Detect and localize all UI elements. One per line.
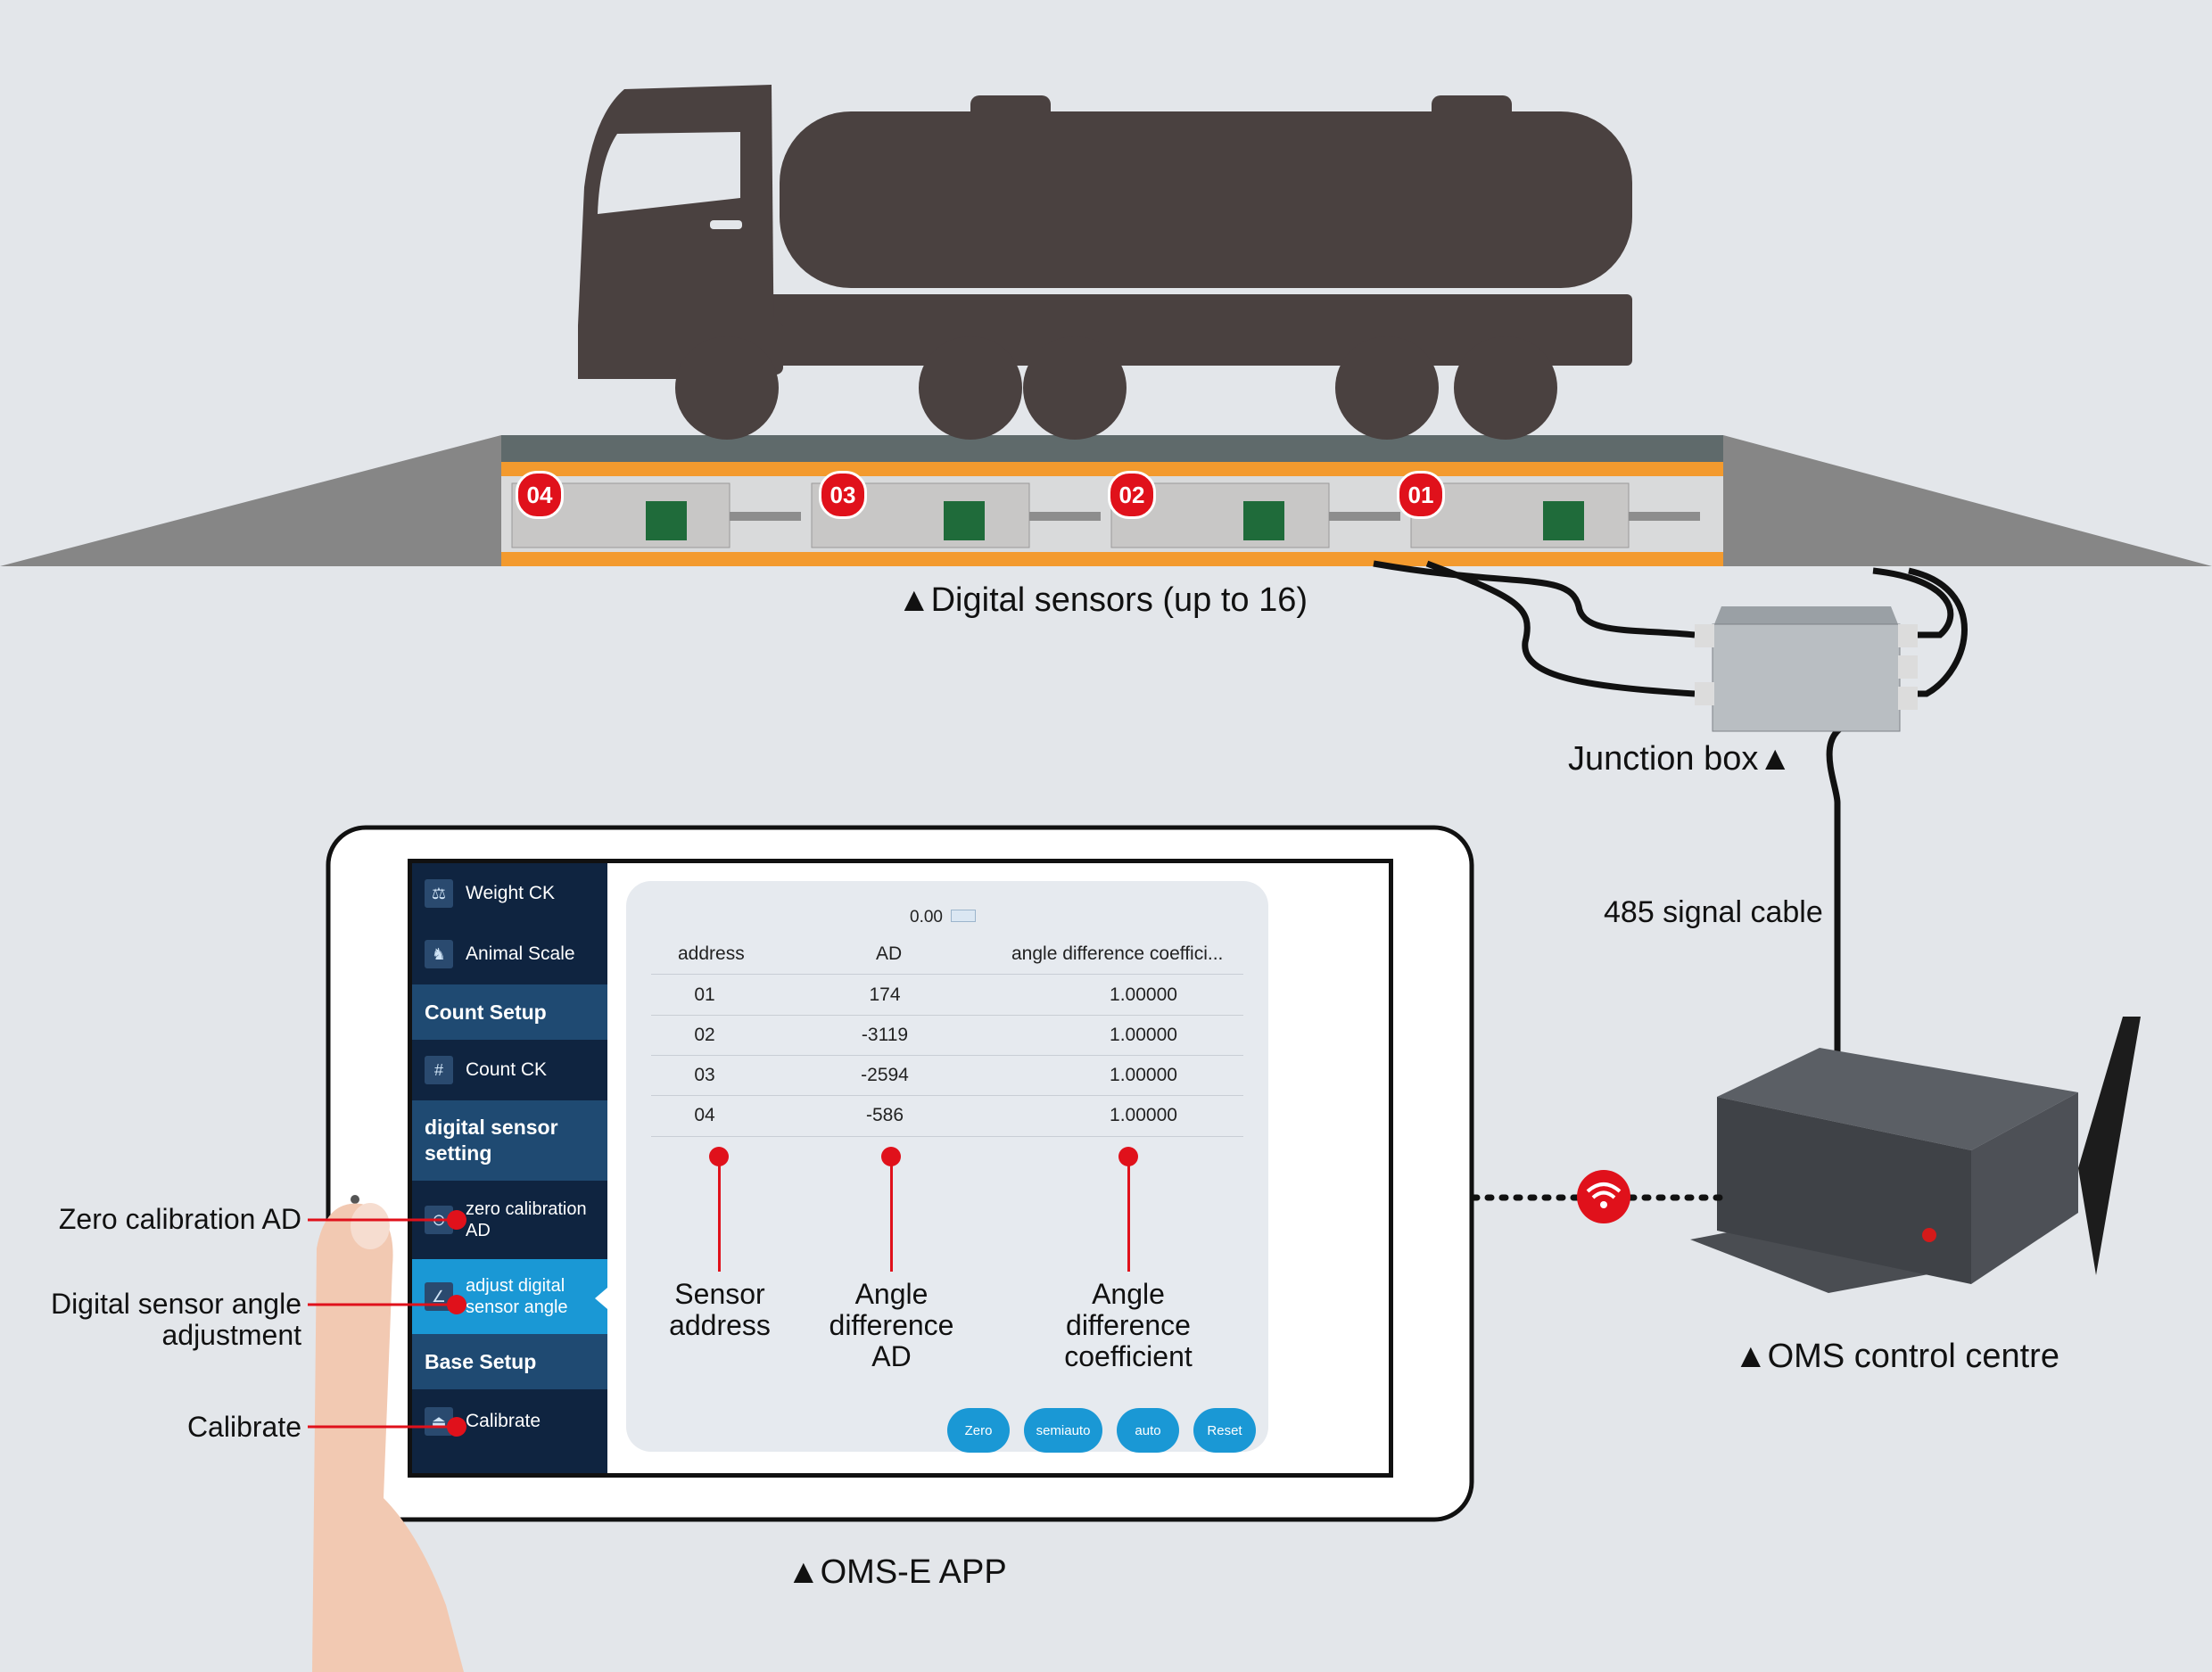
tablet-screen: ⚖ Weight CK ♞ Animal Scale Count Setup #… [412, 863, 1389, 1473]
column-header-address: address [678, 943, 745, 964]
label-angle-adjustment-2: adjustment [161, 1319, 301, 1351]
wifi-icon [1577, 1170, 1630, 1223]
table-cell: 03 [694, 1065, 715, 1085]
right-ramp [1723, 435, 2212, 566]
count-icon: # [425, 1056, 453, 1084]
marker-dot [1118, 1147, 1138, 1166]
semiauto-button[interactable]: semiauto [1024, 1408, 1102, 1453]
scale-platform [501, 435, 1723, 462]
weight-readout: 0.00 [910, 908, 977, 927]
sensor-badge: 01 [1397, 471, 1445, 519]
annotation-angle-coefficient: Angle difference coefficient [1064, 1278, 1193, 1372]
column-header-angle-coefficient: angle difference coeffici... [1011, 943, 1224, 964]
app-sidebar: ⚖ Weight CK ♞ Animal Scale Count Setup #… [412, 863, 607, 1473]
reset-button[interactable]: Reset [1193, 1408, 1256, 1453]
zero-button[interactable]: Zero [947, 1408, 1010, 1453]
table-cell: 174 [869, 984, 901, 1005]
tablet-camera [351, 1195, 359, 1204]
auto-button[interactable]: auto [1117, 1408, 1179, 1453]
column-header-ad: AD [876, 943, 903, 964]
label-angle-adjustment-1: Digital sensor angle [50, 1288, 301, 1320]
table-cell: 1.00000 [1110, 1065, 1177, 1085]
junction-box [1695, 606, 1918, 732]
angle-icon: ∠ [425, 1282, 453, 1311]
marker-line [1127, 1165, 1130, 1272]
truck [578, 85, 1632, 440]
sidebar-item-calibrate[interactable]: ⏏ Calibrate [412, 1389, 607, 1454]
load-cell-01 [1410, 482, 1700, 548]
zero-icon: ⊙ [425, 1206, 453, 1234]
sidebar-item-zero-calibration[interactable]: ⊙ zero calibration AD [412, 1181, 607, 1259]
table-cell: 01 [694, 984, 715, 1005]
sensor-badge: 03 [819, 471, 867, 519]
marker-dot [709, 1147, 729, 1166]
table-cell: 1.00000 [1110, 1105, 1177, 1125]
hand [312, 1203, 464, 1672]
sidebar-item-count-ck[interactable]: # Count CK [412, 1040, 607, 1100]
table-cell: 1.00000 [1110, 984, 1177, 1005]
sidebar-item-animal-scale[interactable]: ♞ Animal Scale [412, 924, 607, 984]
sidebar-item-label: Calibrate [466, 1411, 541, 1431]
app-caption: ▲OMS-E APP [787, 1553, 1007, 1591]
active-pointer [595, 1288, 607, 1309]
calibrate-icon: ⏏ [425, 1407, 453, 1436]
digital-sensors-caption: ▲Digital sensors (up to 16) [897, 581, 1308, 619]
sidebar-header-count-setup: Count Setup [412, 984, 607, 1040]
scale-icon: ⚖ [425, 879, 453, 908]
control-centre-caption: ▲OMS control centre [1734, 1338, 2059, 1375]
table-cell: -3119 [861, 1025, 909, 1045]
marker-line [718, 1165, 721, 1272]
left-ramp [0, 435, 501, 566]
sidebar-item-label: Count CK [466, 1059, 548, 1080]
junction-box-caption: Junction box▲ [1568, 740, 1792, 778]
sensor-table-panel: 0.00 address AD angle difference coeffic… [626, 881, 1268, 1453]
signal-cable-caption: 485 signal cable [1604, 895, 1823, 929]
sidebar-item-label: Animal Scale [466, 943, 575, 964]
sensor-badge: 02 [1108, 471, 1156, 519]
table-cell: 02 [694, 1025, 715, 1045]
label-calibrate: Calibrate [186, 1411, 301, 1443]
table-cell: -586 [865, 1105, 904, 1125]
table-cell: -2594 [861, 1065, 909, 1085]
sensor-badge: 04 [516, 471, 564, 519]
sidebar-item-label: adjust digital sensor angle [466, 1276, 568, 1317]
sidebar-item-weight-ck[interactable]: ⚖ Weight CK [412, 863, 607, 924]
table-cell: 1.00000 [1110, 1025, 1177, 1045]
sidebar-item-label: Weight CK [466, 883, 555, 903]
control-centre-device [1690, 1017, 2141, 1293]
cow-icon: ♞ [425, 940, 453, 968]
marker-dot [881, 1147, 901, 1166]
sidebar-header-digital-sensor-setting: digital sensor setting [412, 1100, 607, 1181]
sidebar-header-base-setup: Base Setup [412, 1334, 607, 1389]
annotation-sensor-address: Sensor address [669, 1278, 771, 1341]
marker-line [890, 1165, 893, 1272]
table-cell: 04 [694, 1105, 715, 1125]
sidebar-item-label: zero calibration AD [466, 1199, 587, 1240]
annotation-angle-ad: Angle difference AD [829, 1278, 954, 1372]
label-zero-calibration: Zero calibration AD [58, 1203, 301, 1235]
battery-icon [951, 910, 977, 922]
sidebar-item-adjust-angle[interactable]: ∠ adjust digital sensor angle [412, 1259, 607, 1334]
